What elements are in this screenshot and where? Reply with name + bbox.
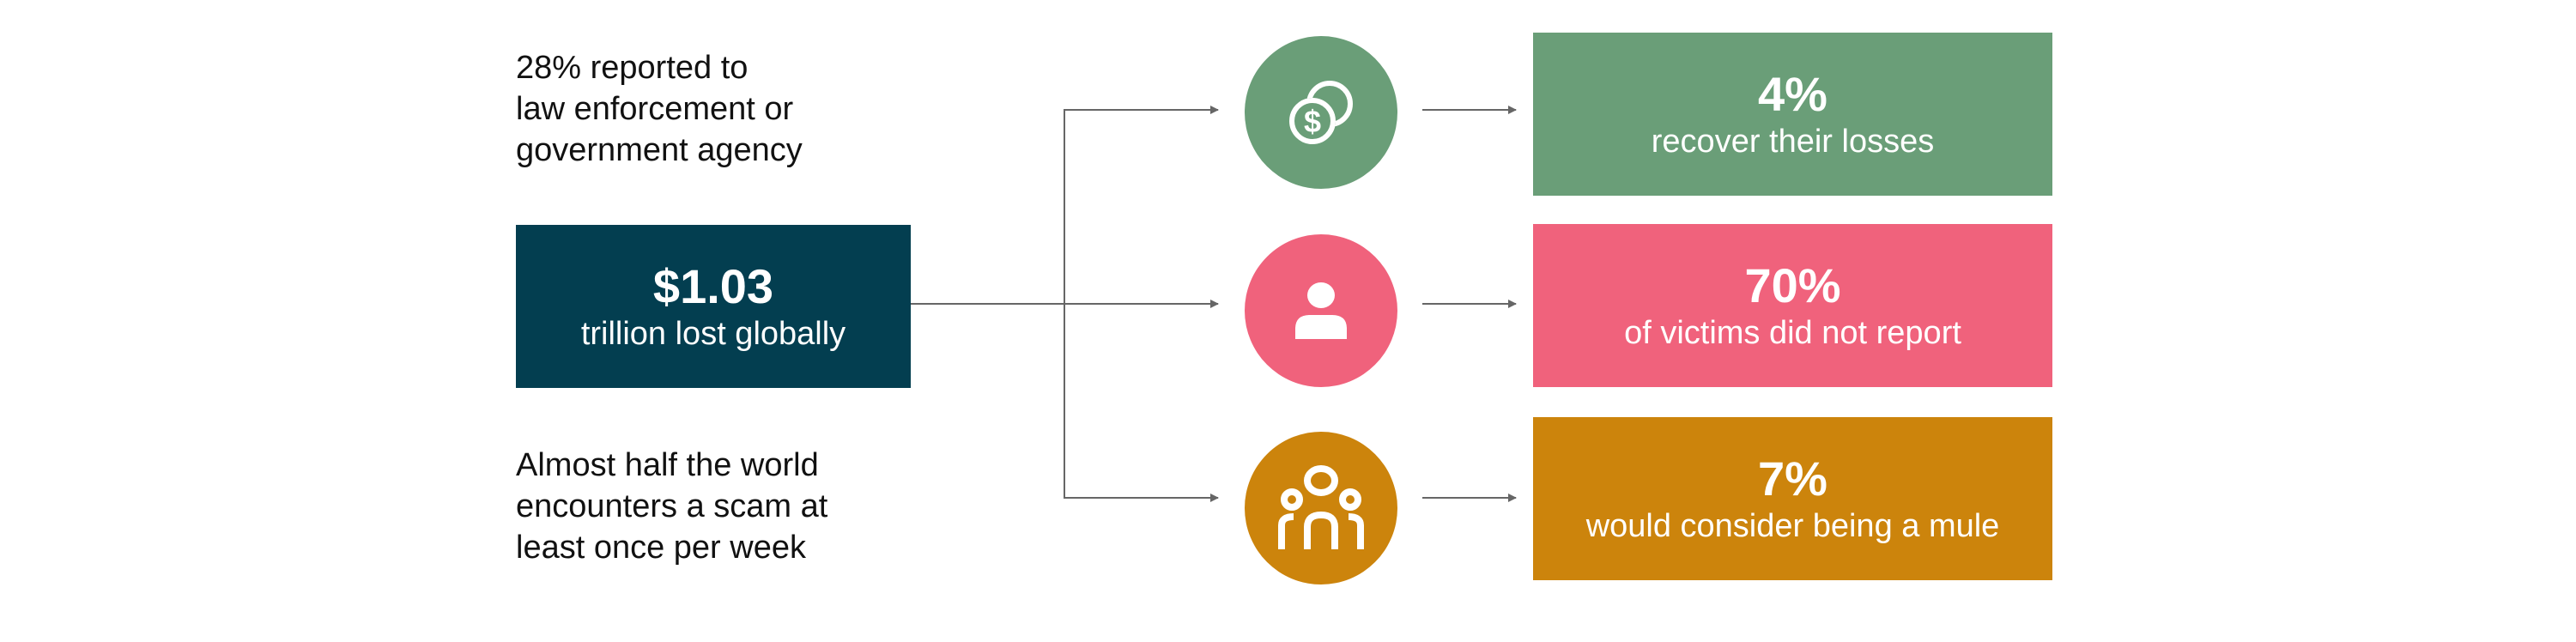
recover-box: 4% recover their losses [1533,33,2052,196]
note-line: encounters a scam at [516,488,828,524]
note-line: Almost half the world [516,447,819,483]
group-icon [1278,465,1364,549]
coins-dollar-icon: $ [1289,81,1353,144]
not-report-box: 70% of victims did not report [1533,224,2052,387]
mule-box: 7% would consider being a mule [1533,417,2052,580]
note-line: law enforcement or [516,91,794,127]
recover-label: recover their losses [1651,124,1935,160]
not-report-circle [1245,234,1397,387]
recover-value: 4% [1758,67,1827,121]
connector-bottom [1064,304,1219,502]
svg-text:$: $ [1304,104,1321,139]
mule-circle [1245,432,1397,584]
total-loss-label: trillion lost globally [580,316,846,352]
person-icon [1295,282,1347,339]
note-reported: 28% reported to law enforcement or gover… [516,47,803,171]
note-line: government agency [516,132,803,168]
note-line: 28% reported to [516,50,749,86]
mule-label: would consider being a mule [1585,508,2000,544]
not-report-label: of victims did not report [1624,315,1961,351]
total-loss-box: $1.03 trillion lost globally [516,225,911,388]
total-loss-value: $1.03 [652,259,774,313]
recover-circle: $ [1245,36,1397,189]
note-encounters: Almost half the world encounters a scam … [516,445,827,568]
not-report-value: 70% [1744,258,1841,312]
note-line: least once per week [516,530,806,566]
connector-top [1064,106,1219,304]
mule-value: 7% [1758,451,1827,506]
